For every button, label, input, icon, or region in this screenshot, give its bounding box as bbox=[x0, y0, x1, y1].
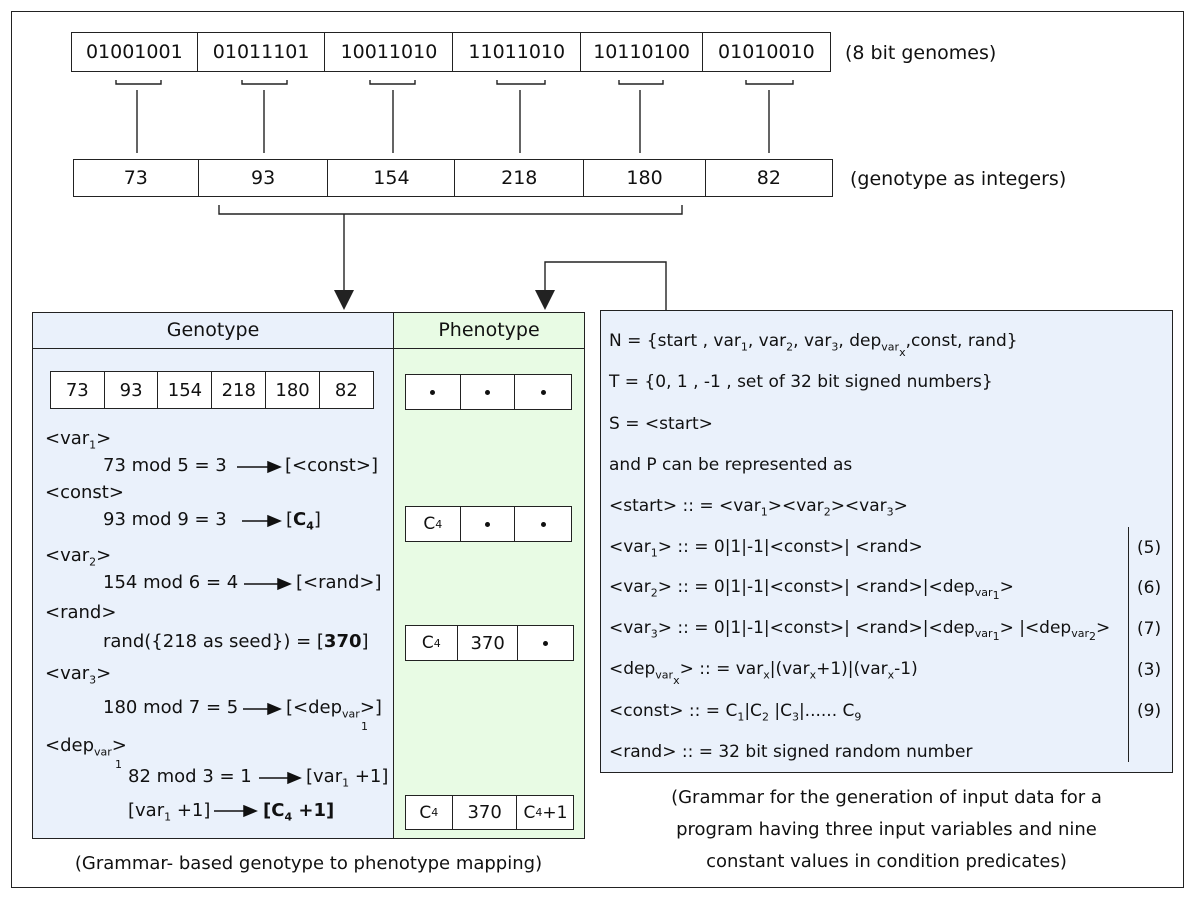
dep-label: <depvar> bbox=[45, 735, 127, 759]
empty-dot bbox=[430, 389, 436, 395]
step7-left: [var1 +1] bbox=[128, 800, 211, 824]
integer-cell: 180 bbox=[583, 159, 707, 197]
integers-label: (genotype as integers) bbox=[850, 168, 1067, 190]
caption-right-2: program having three input variables and… bbox=[676, 819, 1097, 840]
integer-cell: 154 bbox=[327, 159, 456, 197]
const-label: <const> bbox=[45, 482, 124, 503]
rand-label: <rand> bbox=[45, 602, 117, 623]
genomes-label: (8 bit genomes) bbox=[845, 42, 997, 64]
var1-label: <var1> bbox=[45, 428, 112, 452]
grammar-S: S = <start> bbox=[609, 414, 713, 434]
genome-cell: 01010010 bbox=[701, 32, 831, 72]
genotype-value: 180 bbox=[265, 371, 321, 409]
genotype-value: 154 bbox=[157, 371, 213, 409]
phenotype-cell bbox=[459, 506, 516, 542]
empty-dot bbox=[540, 521, 546, 527]
integer-cell: 218 bbox=[454, 159, 585, 197]
genome-cell: 01011101 bbox=[196, 32, 326, 72]
grammar-T: T = {0, 1 , -1 , set of 32 bit signed nu… bbox=[609, 372, 993, 392]
rule-num: (5) bbox=[1137, 538, 1162, 558]
caption-left: (Grammar- based genotype to phenotype ma… bbox=[74, 853, 543, 874]
phenotype-cell bbox=[514, 506, 573, 542]
rule-const: <const> :: = C1|C2 |C3|...... C9 bbox=[609, 701, 862, 724]
caption-right-1: (Grammar for the generation of input dat… bbox=[671, 787, 1102, 808]
phenotype-cell bbox=[517, 625, 575, 661]
genotype-value: 93 bbox=[103, 371, 159, 409]
phenotype-cell bbox=[459, 374, 516, 410]
step5: 180 mod 7 = 5 bbox=[103, 697, 239, 718]
empty-dot bbox=[543, 640, 549, 646]
rule-var2: <var2> :: = 0|1|-1|<const>| <rand>|<depv… bbox=[609, 577, 1014, 603]
genome-cell: 01001001 bbox=[70, 32, 198, 72]
genotype-value: 218 bbox=[211, 371, 267, 409]
step1: 73 mod 5 = 3 bbox=[103, 455, 227, 476]
step2-result: [C4] bbox=[286, 509, 321, 533]
var2-label: <var2> bbox=[45, 545, 112, 569]
panel-header-divider bbox=[32, 348, 585, 349]
grammar-P-intro: and P can be represented as bbox=[609, 455, 853, 475]
integer-row: 73 93 154 218 180 82 bbox=[72, 159, 833, 197]
step7-result: [C4 +1] bbox=[263, 800, 335, 824]
rule-start: <start> :: = <var1><var2><var3> bbox=[609, 496, 908, 519]
step2: 93 mod 9 = 3 bbox=[103, 509, 227, 530]
step1-result: [<const>] bbox=[285, 455, 378, 476]
genotype-header: Genotype bbox=[166, 319, 260, 341]
integer-cell: 73 bbox=[72, 159, 199, 197]
rule-var3: <var3> :: = 0|1|-1|<const>| <rand>|<depv… bbox=[609, 618, 1111, 644]
phenotype-cell bbox=[514, 374, 573, 410]
step3-result: [<rand>] bbox=[296, 572, 382, 593]
phenotype-cell: 370 bbox=[456, 625, 519, 661]
var3-label: <var3> bbox=[45, 663, 112, 687]
rule-num: (6) bbox=[1137, 578, 1162, 598]
rule-divider bbox=[1128, 527, 1129, 762]
rule-num: (7) bbox=[1137, 619, 1162, 639]
caption-right-3: constant values in condition predicates) bbox=[706, 851, 1067, 872]
phenotype-cell bbox=[404, 374, 461, 410]
empty-dot bbox=[485, 389, 491, 395]
phenotype-header: Phenotype bbox=[438, 319, 540, 341]
step6: 82 mod 3 = 1 bbox=[128, 766, 252, 787]
genome-cell: 10011010 bbox=[324, 32, 454, 72]
integer-cell: 93 bbox=[197, 159, 329, 197]
grammar-panel bbox=[600, 310, 1173, 773]
rule-num: (3) bbox=[1137, 660, 1162, 680]
genotype-values-row: 73 93 154 218 180 82 bbox=[49, 371, 374, 409]
rule-num: (9) bbox=[1137, 701, 1162, 721]
step3: 154 mod 6 = 4 bbox=[103, 572, 239, 593]
step6-result: [var1 +1] bbox=[306, 766, 389, 790]
dep-sub: 1 bbox=[115, 758, 122, 771]
rule-rand: <rand> :: = 32 bit signed random number bbox=[609, 742, 973, 762]
empty-dot bbox=[485, 521, 491, 527]
figure-frame bbox=[11, 11, 1184, 888]
integer-cell: 82 bbox=[704, 159, 833, 197]
step5-result: [<depvar>] bbox=[286, 697, 382, 721]
phenotype-row-1 bbox=[404, 374, 573, 410]
rule-dep: <depvarx> :: = varx|(varx+1)|(varx-1) bbox=[609, 659, 918, 688]
grammar-N: N = {start , var1, var2, var3, depvarx,c… bbox=[609, 331, 1018, 360]
step5-sub: 1 bbox=[361, 720, 368, 733]
genome-row: 01001001 01011101 10011010 11011010 1011… bbox=[70, 32, 831, 72]
step4: rand({218 as seed}) = [370] bbox=[103, 631, 369, 652]
rule-var1: <var1> :: = 0|1|-1|<const>| <rand> bbox=[609, 537, 923, 560]
empty-dot bbox=[540, 389, 546, 395]
phenotype-cell: 370 bbox=[451, 795, 518, 830]
genotype-value: 82 bbox=[318, 371, 374, 409]
